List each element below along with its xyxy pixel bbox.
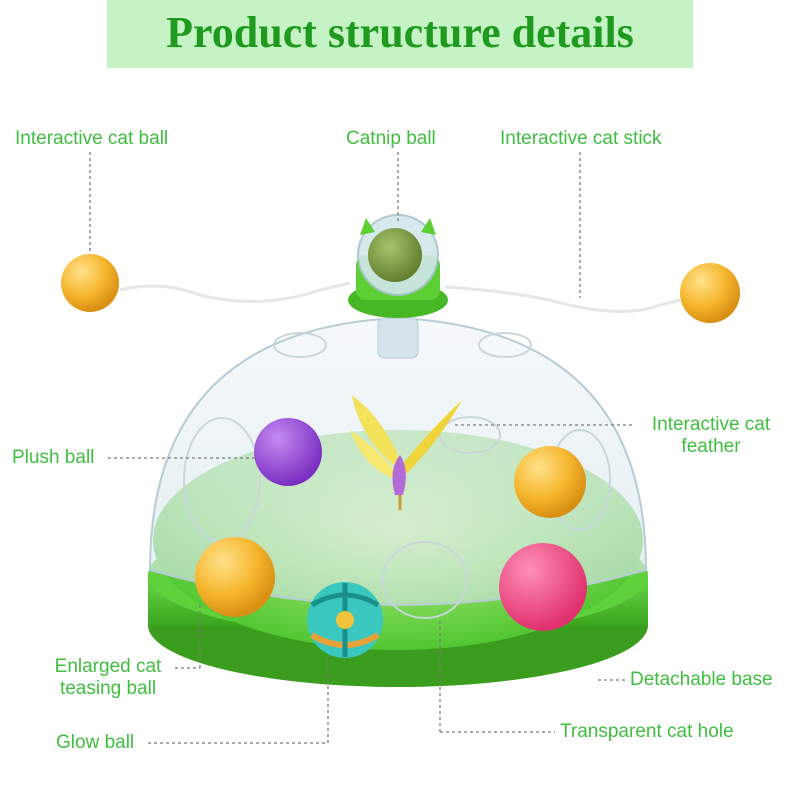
catnip-ball-label: Catnip ball: [346, 128, 436, 149]
page-title: Product structure details: [166, 8, 634, 57]
leader-lines: [89, 152, 632, 744]
enlarged-cat-teasing-ball-label-line2: teasing ball: [59, 678, 157, 699]
glow-ball: [307, 582, 383, 658]
interactive-cat-stick-label: Interactive cat stick: [500, 128, 662, 149]
interactive-cat-ball-left: [61, 254, 119, 312]
transparent-cat-hole-label: Transparent cat hole: [560, 721, 734, 742]
catnip-holder: [348, 214, 448, 359]
interactive-cat-stick: [444, 285, 681, 313]
interactive-cat-stick-left: [119, 281, 351, 303]
enlarged-cat-teasing-ball: [195, 537, 275, 617]
glow-ball-label: Glow ball: [56, 732, 135, 753]
interactive-cat-feather: [350, 395, 462, 510]
interactive-cat-feather-label-line2: feather: [681, 436, 741, 457]
interactive-cat-feather-label-line1: Interactive cat: [651, 414, 771, 435]
title-banner: Product structure details: [107, 0, 693, 68]
plush-ball-label: Plush ball: [12, 447, 95, 468]
transparent-cat-hole: [183, 332, 611, 619]
enlarged-cat-teasing-ball-label: Enlarged cat teasing ball: [38, 656, 178, 700]
plush-ball: [254, 418, 322, 486]
interactive-cat-ball-label: Interactive cat ball: [15, 128, 169, 149]
enlarged-cat-teasing-ball-label-line1: Enlarged cat: [54, 656, 162, 677]
interactive-cat-ball: [680, 263, 740, 323]
pink-plush-ball: [499, 543, 587, 631]
enlarged-cat-teasing-ball-right: [514, 446, 586, 518]
interactive-cat-feather-label: Interactive cat feather: [636, 414, 786, 458]
detachable-base-label: Detachable base: [630, 669, 773, 690]
catnip-ball: [368, 228, 422, 282]
